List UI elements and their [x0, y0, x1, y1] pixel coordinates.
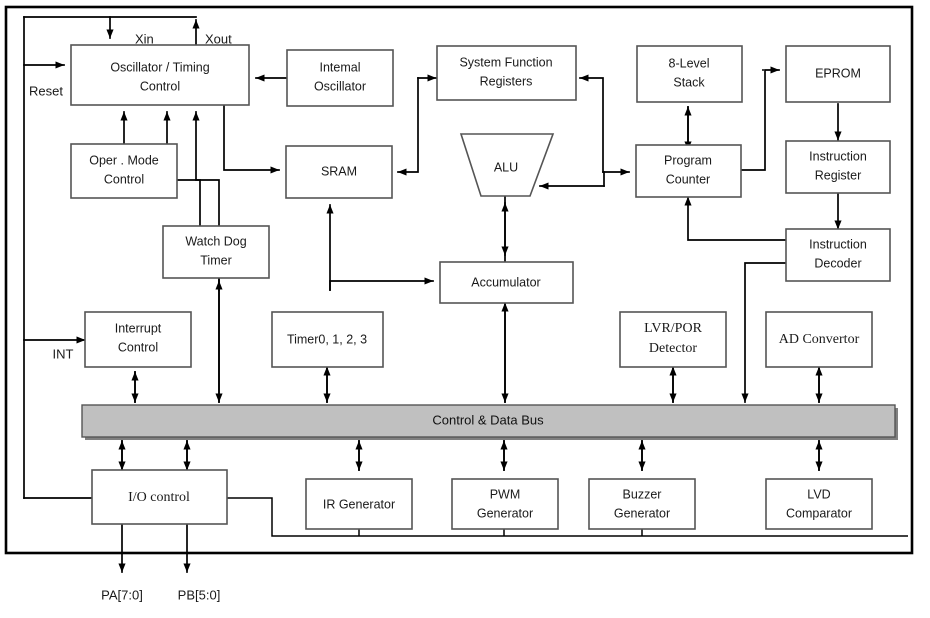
block-label-pwm-line2: Generator — [477, 506, 533, 520]
block-label-ir-generator: IR Generator — [323, 497, 395, 511]
block-label-adc: AD Convertor — [779, 332, 860, 347]
block-label-io-control: I/O control — [128, 490, 190, 505]
block-pwm-generator[interactable]: PWM Generator — [451, 478, 559, 530]
signal-label-xout: Xout — [205, 31, 232, 46]
signal-label-pa: PA[7:0] — [101, 587, 143, 602]
block-ir-generator[interactable]: IR Generator — [305, 478, 413, 530]
block-interrupt-control[interactable]: Interrupt Control — [84, 311, 192, 368]
block-label-wdt-line2: Timer — [200, 253, 231, 267]
block-label-opermode-line2: Control — [104, 172, 144, 186]
block-timers[interactable]: Timer0, 1, 2, 3 — [271, 311, 384, 368]
block-eprom[interactable]: EPROM — [785, 45, 891, 103]
block-io-control[interactable]: I/O control — [91, 469, 228, 525]
block-label-pc-line1: Program — [664, 153, 712, 167]
block-label-alu: ALU — [494, 160, 518, 174]
block-label-pwm-line1: PWM — [490, 487, 521, 501]
block-eight-level-stack[interactable]: 8-Level Stack — [636, 45, 743, 103]
block-label-ireg-line1: Instruction — [809, 149, 867, 163]
block-lvr-por-detector[interactable]: LVR/POR Detector — [619, 311, 727, 368]
block-label-idec-line1: Instruction — [809, 237, 867, 251]
block-label-lvd-line2: Comparator — [786, 506, 852, 520]
block-buzzer-generator[interactable]: Buzzer Generator — [588, 478, 696, 530]
signal-label-int: INT — [53, 346, 74, 361]
block-label-sfr-line2: Registers — [480, 74, 533, 88]
signal-label-xin: Xin — [135, 31, 154, 46]
block-instruction-register[interactable]: Instruction Register — [785, 140, 891, 194]
block-label-buzzer-line2: Generator — [614, 506, 670, 520]
block-label-eprom: EPROM — [815, 66, 861, 80]
block-sram[interactable]: SRAM — [285, 145, 393, 199]
block-label-wdt-line1: Watch Dog — [185, 234, 246, 248]
block-program-counter[interactable]: Program Counter — [635, 144, 742, 198]
block-label-lvd-line1: LVD — [807, 487, 830, 501]
block-label-lvrpor-line1: LVR/POR — [644, 321, 703, 336]
block-instruction-decoder[interactable]: Instruction Decoder — [785, 228, 891, 282]
block-label-pc-line2: Counter — [666, 172, 710, 186]
chip-boundary-frame — [4, 5, 914, 555]
block-label-opermode-line1: Oper . Mode — [89, 153, 159, 167]
signal-label-reset: Reset — [29, 83, 63, 98]
block-label-intctl-line1: Interrupt — [115, 321, 162, 335]
control-data-bus[interactable]: Control & Data Bus — [81, 404, 898, 440]
block-label-ireg-line2: Register — [815, 168, 862, 182]
block-accumulator[interactable]: Accumulator — [439, 261, 574, 304]
block-label-accumulator: Accumulator — [471, 275, 540, 289]
block-label-stack-line2: Stack — [673, 75, 705, 89]
block-system-function-registers[interactable]: System Function Registers — [436, 45, 577, 101]
block-label-lvrpor-line2: Detector — [649, 341, 698, 356]
block-label-buzzer-line1: Buzzer — [623, 487, 662, 501]
signal-label-pb: PB[5:0] — [178, 587, 221, 602]
block-watch-dog-timer[interactable]: Watch Dog Timer — [162, 225, 270, 279]
block-label-stack-line1: 8-Level — [669, 56, 710, 70]
block-label-oscillator-line1: Oscillator / Timing — [110, 60, 209, 74]
block-label-intctl-line2: Control — [118, 340, 158, 354]
block-label-sfr-line1: System Function — [459, 55, 552, 69]
block-label-internal-osc-line2: Oscillator — [314, 79, 366, 93]
block-label-internal-osc-line1: Intemal — [320, 60, 361, 74]
block-lvd-comparator[interactable]: LVD Comparator — [765, 478, 873, 530]
block-internal-oscillator[interactable]: Intemal Oscillator — [286, 49, 394, 107]
block-oscillator-timing-control[interactable]: Oscillator / Timing Control — [70, 44, 250, 106]
block-label-timers: Timer0, 1, 2, 3 — [287, 332, 367, 346]
block-label-idec-line2: Decoder — [814, 256, 861, 270]
block-ad-convertor[interactable]: AD Convertor — [765, 311, 873, 368]
block-label-sram: SRAM — [321, 164, 357, 178]
block-oper-mode-control[interactable]: Oper . Mode Control — [70, 143, 178, 199]
block-alu[interactable]: ALU — [459, 133, 555, 197]
bus-label: Control & Data Bus — [432, 412, 544, 427]
block-label-oscillator-line2: Control — [140, 79, 180, 93]
